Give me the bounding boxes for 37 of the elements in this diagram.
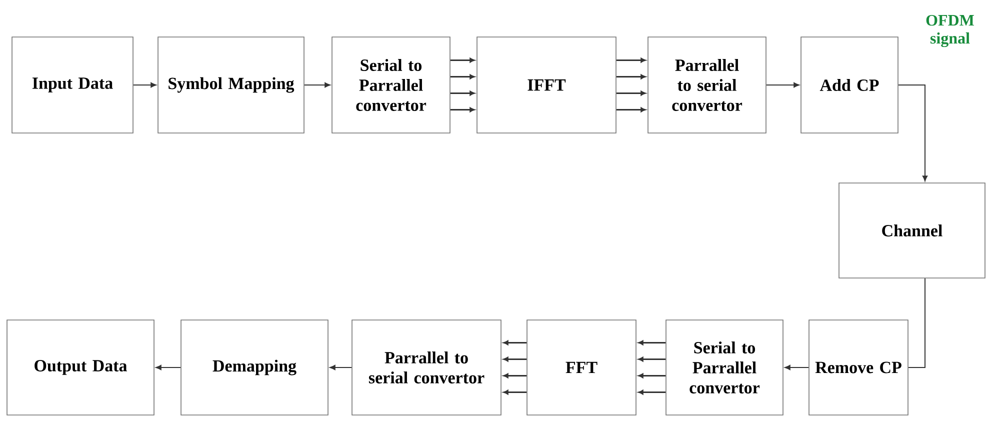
arrow (330, 364, 352, 370)
process-box: Remove CP (808, 320, 908, 416)
arrow (638, 356, 666, 362)
arrow (638, 390, 666, 395)
arrow (450, 74, 475, 80)
arrow (766, 82, 800, 88)
process-box: Parrallel to serial convertor (648, 36, 766, 134)
arrow (503, 356, 527, 362)
signal-label: OFDM signal (926, 14, 974, 48)
process-box: Demapping (180, 320, 328, 416)
arrow (616, 74, 646, 80)
arrow (450, 58, 475, 63)
arrow (638, 340, 666, 346)
arrow (616, 90, 646, 96)
arrow (132, 82, 156, 88)
arrow (156, 364, 182, 370)
process-box: FFT (526, 320, 636, 416)
arrow (503, 390, 527, 395)
process-box: Output Data (6, 320, 154, 416)
arrow (450, 107, 475, 112)
process-box: Add CP (800, 36, 898, 134)
arrow (450, 90, 475, 96)
arrow (616, 58, 646, 63)
process-box: Parrallel to serial convertor (352, 320, 502, 416)
process-box: Input Data (12, 36, 134, 134)
arrow (784, 364, 810, 370)
arrow (898, 84, 928, 182)
arrow (304, 82, 330, 88)
arrow (638, 373, 666, 378)
process-box: Symbol Mapping (158, 36, 304, 134)
process-box: Serial to Parrallel convertor (332, 36, 450, 134)
arrow (503, 373, 527, 378)
process-box: Serial to Parrallel convertor (666, 320, 784, 416)
arrow (503, 340, 527, 346)
process-box: Channel (838, 182, 986, 278)
arrow (616, 107, 646, 112)
process-box: IFFT (476, 36, 616, 134)
